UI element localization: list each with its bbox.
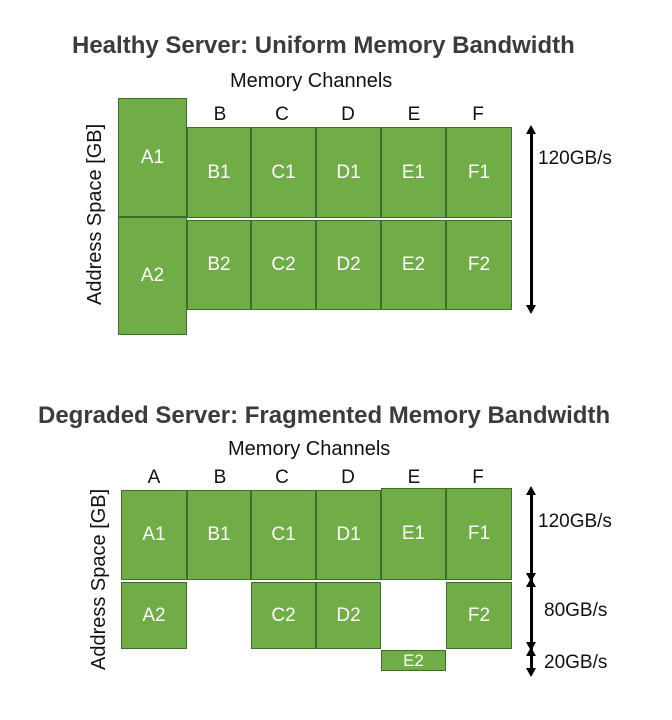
healthy-block-c1: C1	[251, 127, 316, 218]
degraded-block-d2: D2	[316, 582, 381, 649]
degraded-arrow-tick-2-down	[526, 642, 536, 651]
degraded-block-e1: E1	[381, 488, 446, 580]
healthy-arrow-head-bottom	[526, 305, 536, 314]
healthy-block-b2: B2	[187, 220, 251, 310]
healthy-title: Healthy Server: Uniform Memory Bandwidth	[72, 32, 575, 59]
degraded-block-a2: A2	[121, 582, 187, 649]
healthy-block-a1: A1	[118, 98, 187, 217]
degraded-bandwidth-label-80: 80GB/s	[544, 600, 608, 621]
degraded-arrow-tick-1-down	[526, 573, 536, 582]
healthy-block-d1: D1	[316, 127, 381, 218]
degraded-channel-label-a: A	[147, 467, 161, 488]
healthy-arrow-head-top	[526, 125, 536, 134]
degraded-block-f2: F2	[446, 582, 512, 649]
degraded-block-c2: C2	[251, 582, 316, 649]
degraded-arrow-head-bottom	[526, 668, 536, 677]
healthy-channel-label-e: E	[407, 104, 421, 125]
degraded-arrow-tick-1-up	[526, 578, 536, 587]
degraded-block-a1: A1	[121, 490, 187, 580]
degraded-channel-label-f: F	[472, 467, 484, 488]
degraded-y-axis-label: Address Space [GB]	[88, 488, 110, 670]
healthy-channel-label-c: C	[275, 104, 289, 125]
degraded-block-e2: E2	[381, 650, 446, 671]
healthy-block-f2: F2	[446, 220, 512, 310]
healthy-block-d2: D2	[316, 220, 381, 310]
healthy-channel-label-b: B	[213, 104, 227, 125]
degraded-x-axis-label: Memory Channels	[228, 438, 391, 460]
healthy-y-axis-label: Address Space [GB]	[84, 123, 106, 305]
degraded-title: Degraded Server: Fragmented Memory Bandw…	[38, 402, 611, 429]
healthy-block-a2: A2	[118, 217, 187, 335]
degraded-channel-label-c: C	[275, 467, 289, 488]
healthy-bandwidth-arrow	[530, 132, 533, 306]
degraded-bandwidth-label-120: 120GB/s	[538, 511, 612, 532]
healthy-channel-label-f: F	[472, 104, 484, 125]
degraded-block-d1: D1	[316, 490, 381, 580]
degraded-block-f1: F1	[446, 488, 512, 580]
degraded-block-c1: C1	[251, 490, 316, 580]
degraded-channel-label-b: B	[213, 467, 227, 488]
degraded-arrow-tick-2-up	[526, 647, 536, 656]
healthy-x-axis-label: Memory Channels	[230, 70, 393, 92]
degraded-arrow-head-top	[526, 486, 536, 495]
healthy-block-c2: C2	[251, 220, 316, 310]
healthy-block-b1: B1	[187, 127, 251, 218]
degraded-bandwidth-label-20: 20GB/s	[544, 652, 608, 673]
degraded-channel-label-d: D	[341, 467, 355, 488]
healthy-block-f1: F1	[446, 127, 512, 218]
degraded-channel-label-e: E	[407, 467, 421, 488]
healthy-block-e2: E2	[381, 220, 446, 310]
healthy-bandwidth-label: 120GB/s	[538, 148, 612, 169]
degraded-block-b1: B1	[187, 490, 251, 580]
healthy-block-e1: E1	[381, 127, 446, 218]
healthy-channel-label-d: D	[341, 104, 355, 125]
